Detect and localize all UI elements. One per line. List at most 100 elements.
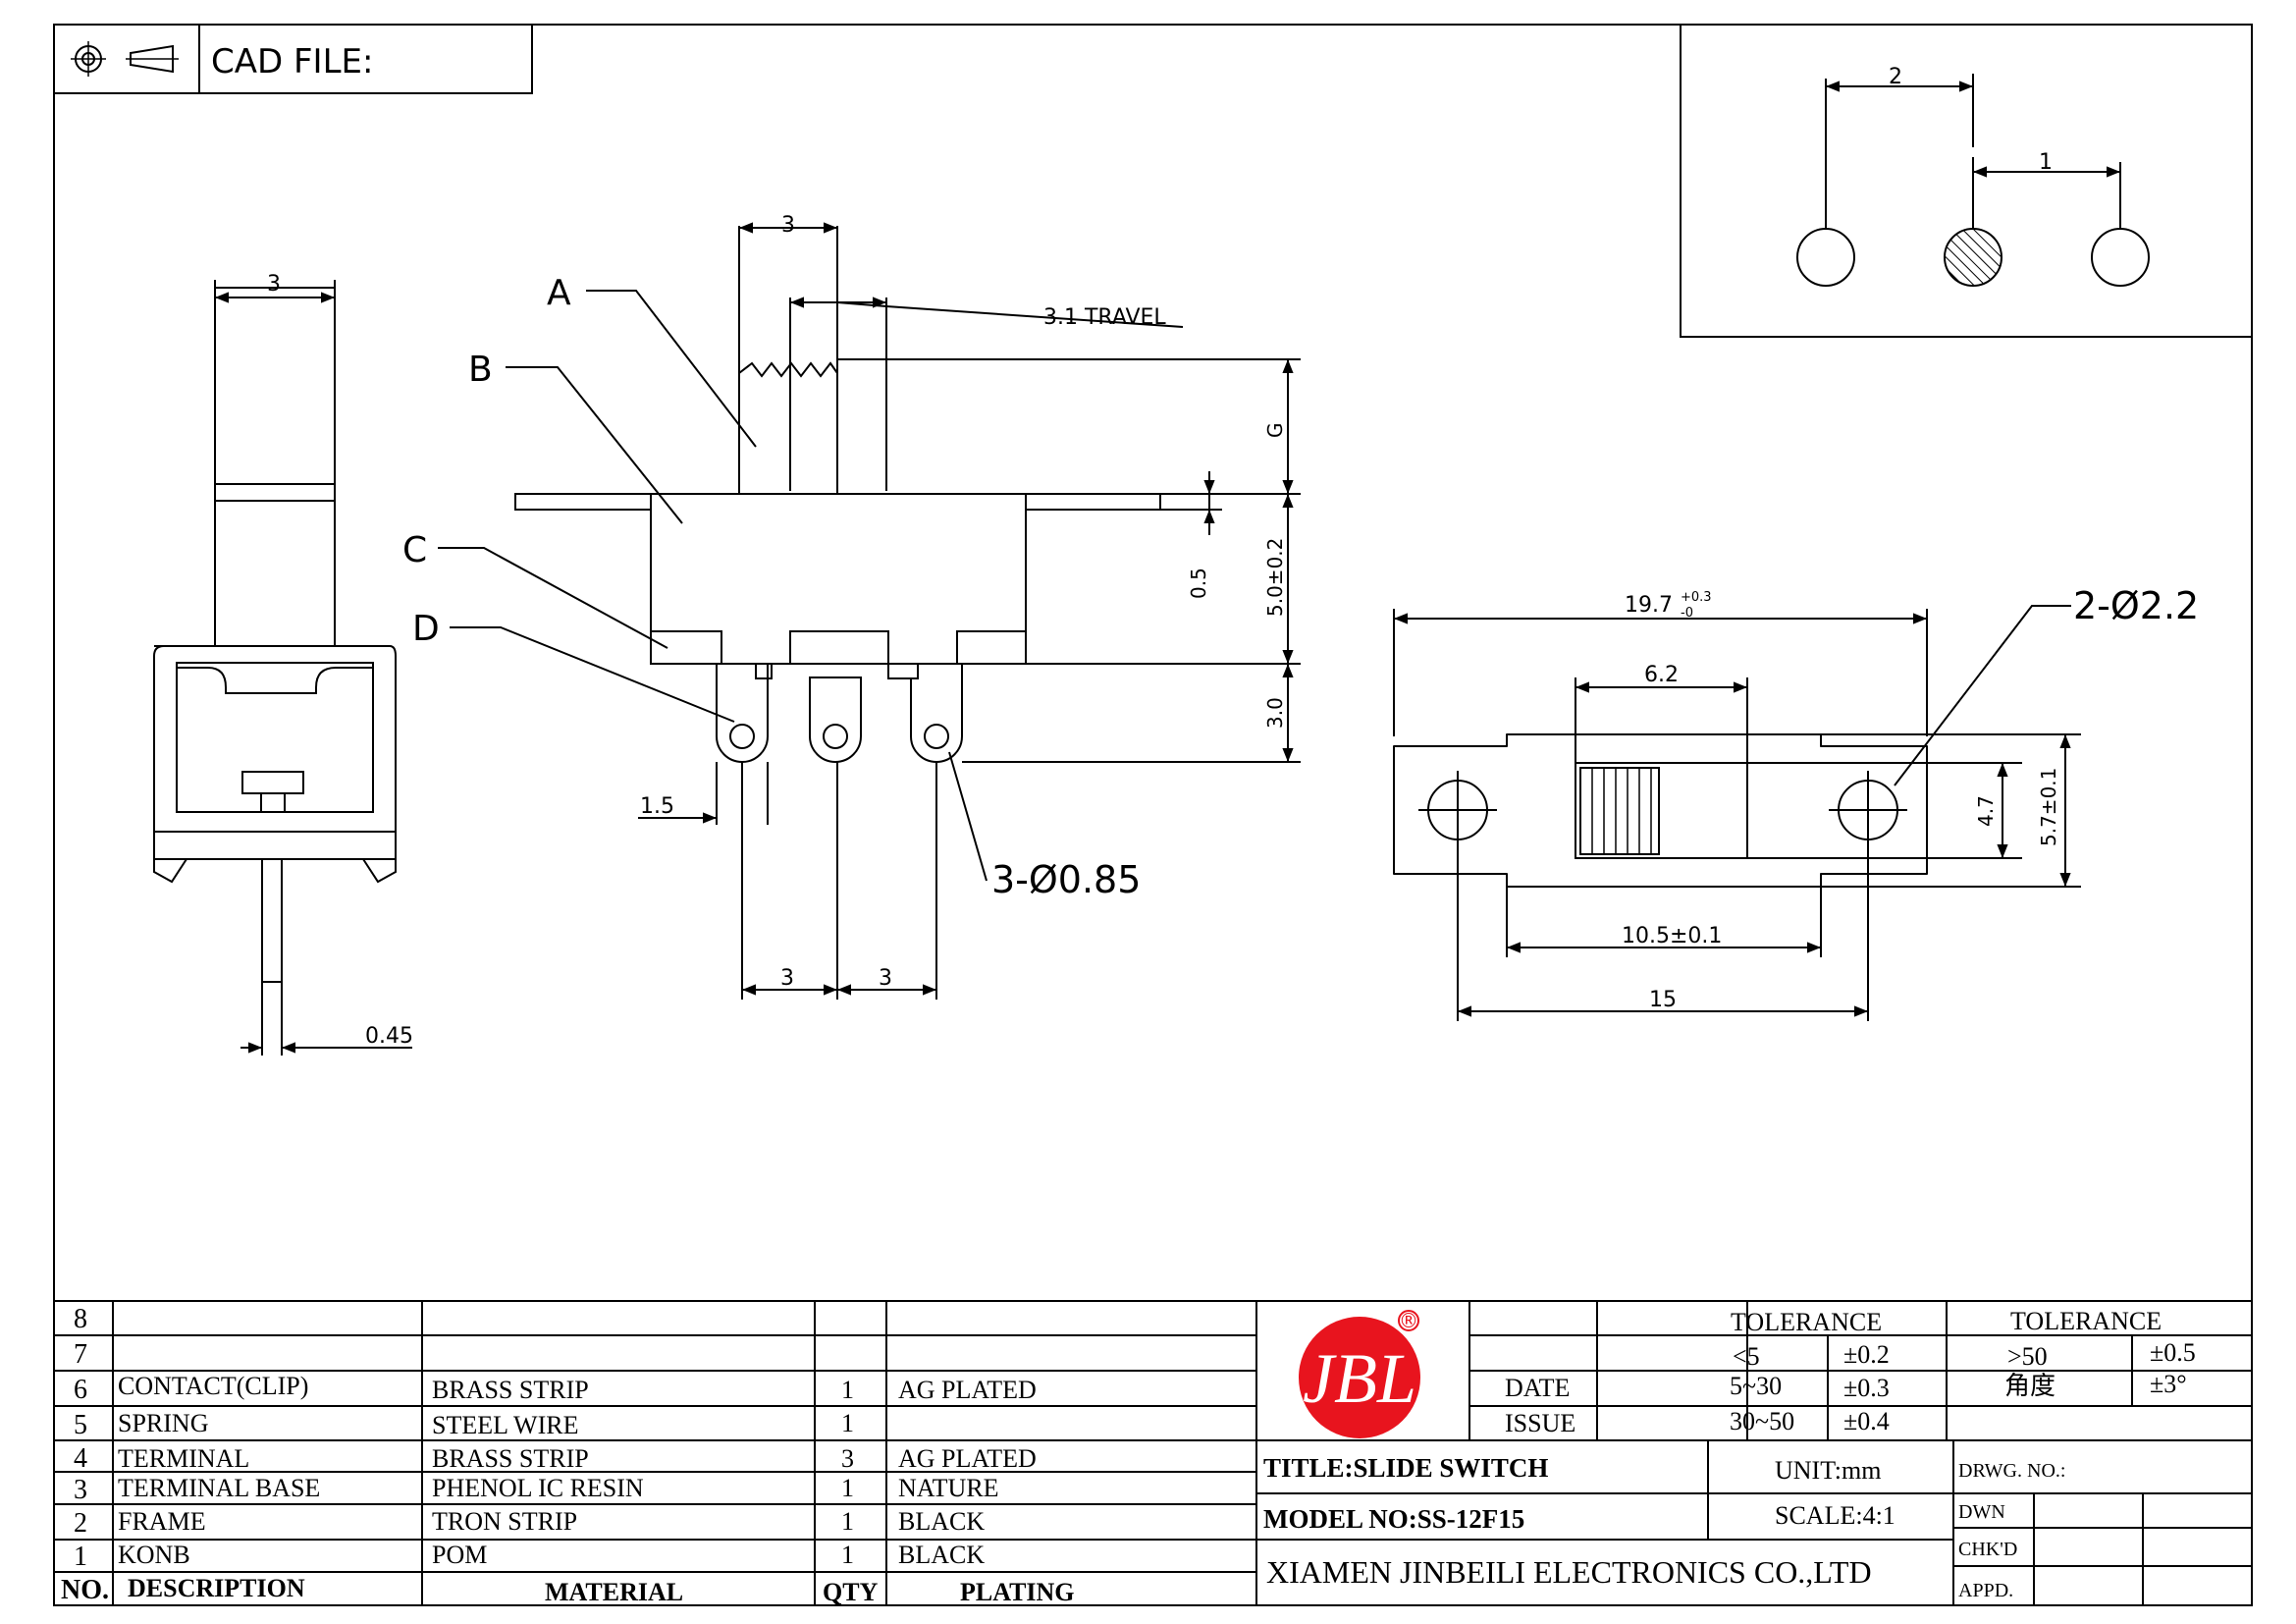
bom-row-plating: NATURE bbox=[898, 1474, 999, 1502]
front-hole-note: 3-Ø0.85 bbox=[991, 858, 1141, 901]
appd-label: APPD. bbox=[1958, 1580, 2013, 1601]
bom-row-qty: 1 bbox=[841, 1541, 854, 1569]
callout-a: A bbox=[547, 273, 571, 313]
tol-value: ±0.3 bbox=[1843, 1374, 1890, 1402]
title-block-grid bbox=[1256, 1300, 2252, 1605]
front-dim-travel: 3.1 TRAVEL bbox=[1043, 305, 1166, 330]
top-dim-overall-tol-lower: -0 bbox=[1681, 606, 1693, 621]
tol-value: ±0.4 bbox=[1843, 1407, 1890, 1435]
callout-b: B bbox=[468, 350, 493, 390]
date-label: DATE bbox=[1505, 1374, 1570, 1402]
bom-row-no: 2 bbox=[74, 1508, 87, 1539]
bom-row-qty: 1 bbox=[841, 1474, 854, 1502]
circuit-pos-2: 2 bbox=[1889, 65, 1902, 89]
tol-right-value: ±3° bbox=[2150, 1370, 2187, 1398]
scale-label: SCALE:4:1 bbox=[1775, 1501, 1896, 1530]
top-dim-slot-height: 4.7 bbox=[1974, 795, 1998, 827]
bom-header-no: NO. bbox=[61, 1575, 109, 1605]
bom-row-no: 1 bbox=[74, 1542, 87, 1572]
bom-row-description: FRAME bbox=[118, 1507, 206, 1536]
bom-row-plating: BLACK bbox=[898, 1541, 985, 1569]
tol-right-range: 角度 bbox=[2004, 1372, 2056, 1401]
title-block-text: DATE ISSUE TOLERANCE TOLERANCE <5 ±0.2 5… bbox=[1263, 1307, 2196, 1601]
top-dim-overall-tol-upper: +0.3 bbox=[1681, 590, 1712, 605]
bom-row-description: SPRING bbox=[118, 1409, 208, 1437]
front-dim-knob: 3 bbox=[781, 213, 795, 238]
top-dim-body-length: 10.5±0.1 bbox=[1622, 924, 1722, 948]
bom-row-no: 5 bbox=[74, 1410, 87, 1440]
issue-label: ISSUE bbox=[1505, 1409, 1575, 1437]
front-dim-pin-offset: 1.5 bbox=[640, 794, 674, 819]
bom-text: 8 7 6 CONTACT(CLIP) BRASS STRIP 1 AG PLA… bbox=[61, 1304, 1075, 1606]
bom-row-material: TRON STRIP bbox=[432, 1507, 577, 1536]
bom-table bbox=[54, 1300, 1257, 1605]
model-number: MODEL NO:SS-12F15 bbox=[1263, 1504, 1524, 1534]
bom-header-material: MATERIAL bbox=[545, 1578, 683, 1606]
bom-row-qty: 1 bbox=[841, 1409, 854, 1437]
tolerance-label: TOLERANCE bbox=[1731, 1308, 1882, 1336]
top-view-labels: 19.7 +0.3 -0 6.2 2-Ø2.2 4.7 5.7±0.1 10.5… bbox=[1622, 584, 2199, 1012]
bom-row-material: PHENOL IC RESIN bbox=[432, 1474, 644, 1502]
top-mount-holes: 2-Ø2.2 bbox=[2073, 584, 2199, 627]
callout-d: D bbox=[412, 609, 440, 649]
bom-row-qty: 3 bbox=[841, 1444, 854, 1473]
cad-file-header: CAD FILE: bbox=[53, 24, 533, 94]
side-dim-top: 3 bbox=[267, 272, 281, 297]
bom-row-description: TERMINAL BASE bbox=[118, 1474, 320, 1502]
bom-header-description: DESCRIPTION bbox=[128, 1574, 305, 1602]
front-dim-g: G bbox=[1263, 423, 1287, 439]
logo-text: JBL bbox=[1303, 1339, 1416, 1418]
tol-right-value: ±0.5 bbox=[2150, 1338, 2196, 1367]
front-dim-pitch-2: 3 bbox=[879, 966, 892, 991]
bom-row-description: TERMINAL bbox=[118, 1444, 249, 1473]
tol-range: 5~30 bbox=[1730, 1372, 1782, 1400]
drwg-no-label: DRWG. NO.: bbox=[1958, 1460, 2065, 1482]
top-dim-hole-spacing: 15 bbox=[1649, 988, 1677, 1012]
top-dim-slot: 6.2 bbox=[1644, 663, 1679, 687]
bom-row-material: STEEL WIRE bbox=[432, 1411, 578, 1439]
tol-range: 30~50 bbox=[1730, 1407, 1794, 1435]
side-dim-pin: 0.45 bbox=[365, 1024, 413, 1049]
bom-row-qty: 1 bbox=[841, 1507, 854, 1536]
bom-row-no: 6 bbox=[74, 1375, 87, 1405]
bom-header-qty: QTY bbox=[823, 1578, 879, 1606]
tol-value: ±0.2 bbox=[1843, 1340, 1890, 1369]
front-dim-flange: 0.5 bbox=[1187, 568, 1210, 599]
front-view-labels: 3 3.1 TRAVEL A B C D G 5.0±0.2 0.5 3.0 1… bbox=[402, 213, 1287, 991]
top-dim-width: 5.7±0.1 bbox=[2037, 768, 2060, 846]
top-view-slot-ribs bbox=[1591, 768, 1652, 854]
front-view bbox=[438, 222, 1301, 1000]
side-view bbox=[153, 280, 412, 1056]
bom-row-no: 4 bbox=[74, 1443, 87, 1474]
sheet-border bbox=[53, 24, 2253, 1606]
cad-file-label: CAD FILE: bbox=[211, 42, 373, 81]
callout-c: C bbox=[402, 530, 427, 570]
bom-row-description: KONB bbox=[118, 1541, 190, 1569]
top-view bbox=[1393, 605, 2081, 1021]
drawing-title: TITLE:SLIDE SWITCH bbox=[1263, 1453, 1548, 1483]
bom-row-material: POM bbox=[432, 1541, 487, 1569]
top-dim-overall: 19.7 bbox=[1625, 593, 1673, 618]
company-logo: JBL ® bbox=[1299, 1309, 1420, 1438]
bom-row-no: 3 bbox=[74, 1475, 87, 1505]
chkd-label: CHK'D bbox=[1958, 1539, 2017, 1560]
bom-row-no: 8 bbox=[74, 1304, 87, 1334]
bom-row-material: BRASS STRIP bbox=[432, 1376, 589, 1404]
unit-label: UNIT:mm bbox=[1775, 1456, 1881, 1485]
bom-row-qty: 1 bbox=[841, 1376, 854, 1404]
front-dim-pin-height: 3.0 bbox=[1263, 697, 1287, 729]
bom-row-plating: BLACK bbox=[898, 1507, 985, 1536]
bom-row-description: CONTACT(CLIP) bbox=[118, 1372, 308, 1400]
company-name: XIAMEN JINBEILI ELECTRONICS CO.,LTD bbox=[1266, 1554, 1872, 1590]
tol-right-range: >50 bbox=[2007, 1342, 2048, 1371]
circuit-pos-1: 1 bbox=[2039, 150, 2053, 175]
bom-row-no: 7 bbox=[74, 1339, 87, 1370]
bom-header-plating: PLATING bbox=[960, 1578, 1075, 1606]
projection-symbol-icon bbox=[71, 41, 179, 77]
circuit-diagram bbox=[1680, 24, 2253, 338]
tol-range: <5 bbox=[1733, 1342, 1760, 1371]
bom-row-material: BRASS STRIP bbox=[432, 1444, 589, 1473]
tolerance-label-2: TOLERANCE bbox=[2010, 1307, 2162, 1335]
bom-row-plating: AG PLATED bbox=[898, 1444, 1037, 1473]
